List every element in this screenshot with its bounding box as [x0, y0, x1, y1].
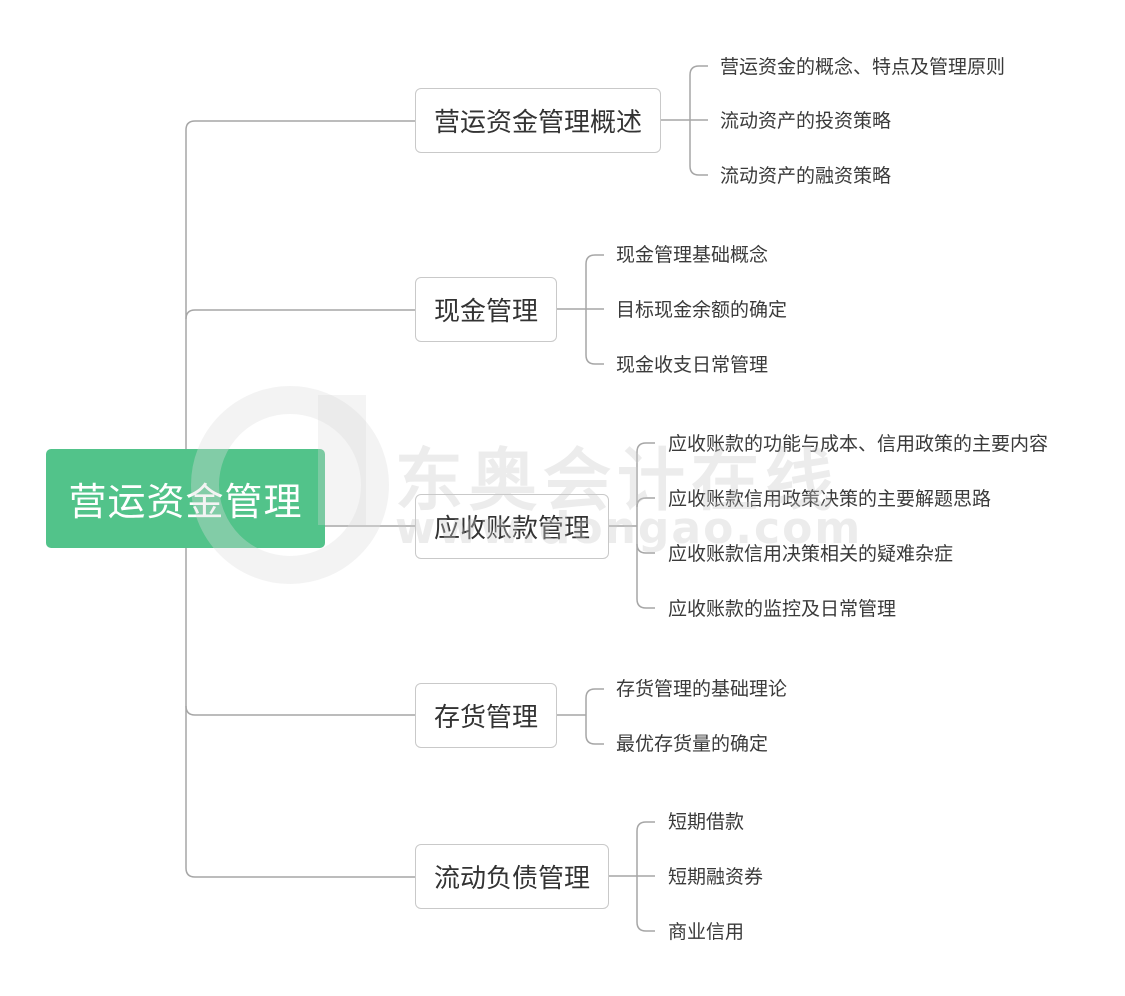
branch-label: 存货管理 [433, 703, 538, 733]
leaf-node[interactable]: 应收账款信用决策相关的疑难杂症 [668, 543, 954, 565]
leaf-node[interactable]: 营运资金的概念、特点及管理原则 [720, 56, 1006, 78]
leaf-node[interactable]: 流动资产的融资策略 [720, 165, 892, 187]
leaf-node[interactable]: 现金管理基础概念 [616, 244, 769, 266]
leaf-node[interactable]: 商业信用 [668, 921, 745, 943]
branch-label: 现金管理 [433, 297, 538, 327]
branch-node-current-liabilities[interactable]: 流动负债管理 [415, 844, 609, 909]
branch-node-inventory[interactable]: 存货管理 [415, 683, 557, 748]
branch-node-receivables[interactable]: 应收账款管理 [415, 494, 609, 559]
leaf-node[interactable]: 短期融资券 [668, 866, 764, 888]
leaf-node[interactable]: 短期借款 [668, 811, 745, 833]
branch-label: 流动负债管理 [433, 864, 590, 894]
branch-label: 营运资金管理概述 [433, 108, 642, 138]
root-node-label: 营运资金管理 [68, 480, 303, 524]
leaf-node[interactable]: 最优存货量的确定 [616, 733, 769, 755]
leaf-node[interactable]: 流动资产的投资策略 [720, 110, 892, 132]
leaf-node[interactable]: 应收账款的监控及日常管理 [668, 598, 897, 620]
leaf-node[interactable]: 应收账款信用政策决策的主要解题思路 [668, 488, 992, 510]
leaf-node[interactable]: 目标现金余额的确定 [616, 299, 788, 321]
leaf-node[interactable]: 现金收支日常管理 [616, 354, 769, 376]
branch-node-overview[interactable]: 营运资金管理概述 [415, 88, 661, 153]
leaf-node[interactable]: 存货管理的基础理论 [616, 678, 788, 700]
branch-node-cash[interactable]: 现金管理 [415, 277, 557, 342]
branch-label: 应收账款管理 [433, 514, 590, 544]
root-node[interactable]: 营运资金管理 [46, 449, 325, 548]
leaf-node[interactable]: 应收账款的功能与成本、信用政策的主要内容 [668, 433, 1049, 455]
